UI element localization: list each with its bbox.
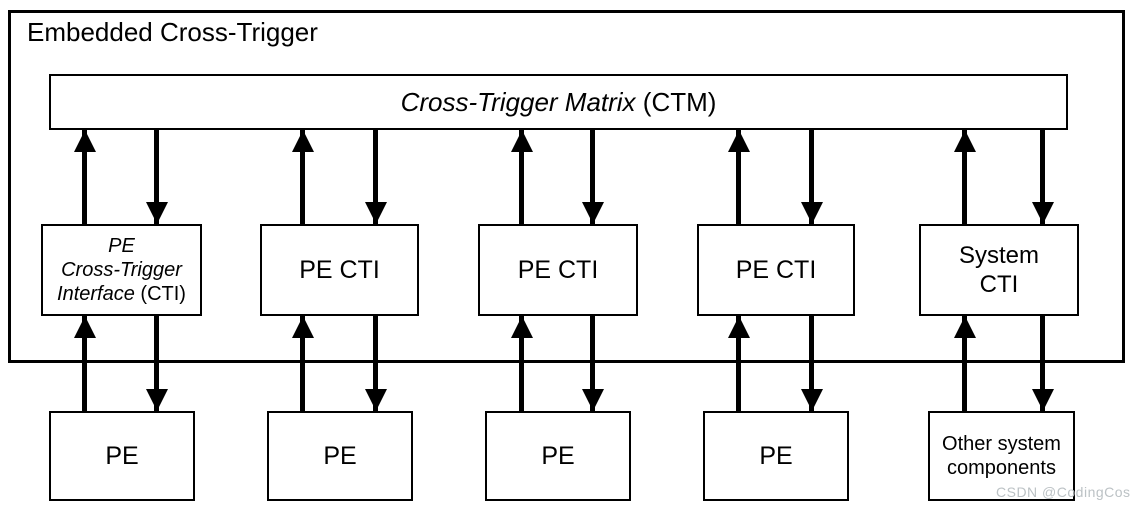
arrow-up-icon	[73, 130, 96, 224]
pe-cti-label: PE CTI	[735, 256, 817, 284]
other-line2: components	[947, 457, 1056, 479]
system-cti-line1: System	[958, 242, 1039, 269]
arrow-down-icon	[145, 316, 168, 411]
pe-label: PE	[323, 441, 357, 470]
pe-cti-box-2: PE CTI	[260, 224, 419, 316]
arrow-up-icon	[510, 316, 533, 411]
arrow-down-icon	[364, 130, 387, 224]
arrow-up-icon	[291, 316, 314, 411]
pe-cti-box-3: PE CTI	[478, 224, 638, 316]
watermark: CSDN @CodingCos	[996, 484, 1131, 500]
system-cti-line2: CTI	[979, 271, 1019, 298]
other-system-components-box: Other system components	[928, 411, 1075, 501]
pe-label: PE	[759, 441, 793, 470]
arrow-down-icon	[1031, 130, 1054, 224]
arrow-up-icon	[291, 130, 314, 224]
pe-cti-label: PE CTI	[517, 256, 599, 284]
cti1-line3-regular: (CTI)	[134, 283, 186, 305]
ctm-label-italic: Cross-Trigger Matrix	[400, 86, 636, 117]
system-cti-box: System CTI	[919, 224, 1079, 316]
arrow-down-icon	[800, 316, 823, 411]
other-line1: Other system	[942, 433, 1061, 455]
cti1-line3-italic: Interface	[57, 283, 135, 305]
embedded-cross-trigger-boundary	[8, 10, 1125, 363]
ctm-label-regular: (CTM)	[635, 86, 717, 117]
cti1-line3: Interface (CTI)	[57, 282, 186, 306]
ctm-box: Cross-Trigger Matrix (CTM)	[49, 74, 1068, 130]
arrow-up-icon	[73, 316, 96, 411]
pe-label: PE	[105, 441, 139, 470]
arrow-up-icon	[953, 130, 976, 224]
arrow-up-icon	[510, 130, 533, 224]
arrow-down-icon	[364, 316, 387, 411]
arrow-up-icon	[727, 130, 750, 224]
pe-cross-trigger-interface-box: PE Cross-Trigger Interface (CTI)	[41, 224, 202, 316]
pe-box-2: PE	[267, 411, 413, 501]
arrow-down-icon	[800, 130, 823, 224]
cti1-line2: Cross-Trigger	[61, 259, 182, 281]
pe-cti-box-4: PE CTI	[697, 224, 855, 316]
arrow-up-icon	[727, 316, 750, 411]
arrow-down-icon	[581, 316, 604, 411]
cti1-line1: PE	[108, 235, 135, 257]
arrow-down-icon	[581, 130, 604, 224]
pe-label: PE	[541, 441, 575, 470]
arrow-down-icon	[1031, 316, 1054, 411]
arrow-down-icon	[145, 130, 168, 224]
diagram-title: Embedded Cross-Trigger	[27, 17, 318, 47]
pe-cti-label: PE CTI	[299, 256, 380, 284]
arrow-up-icon	[953, 316, 976, 411]
pe-box-4: PE	[703, 411, 849, 501]
pe-box-1: PE	[49, 411, 195, 501]
pe-box-3: PE	[485, 411, 631, 501]
